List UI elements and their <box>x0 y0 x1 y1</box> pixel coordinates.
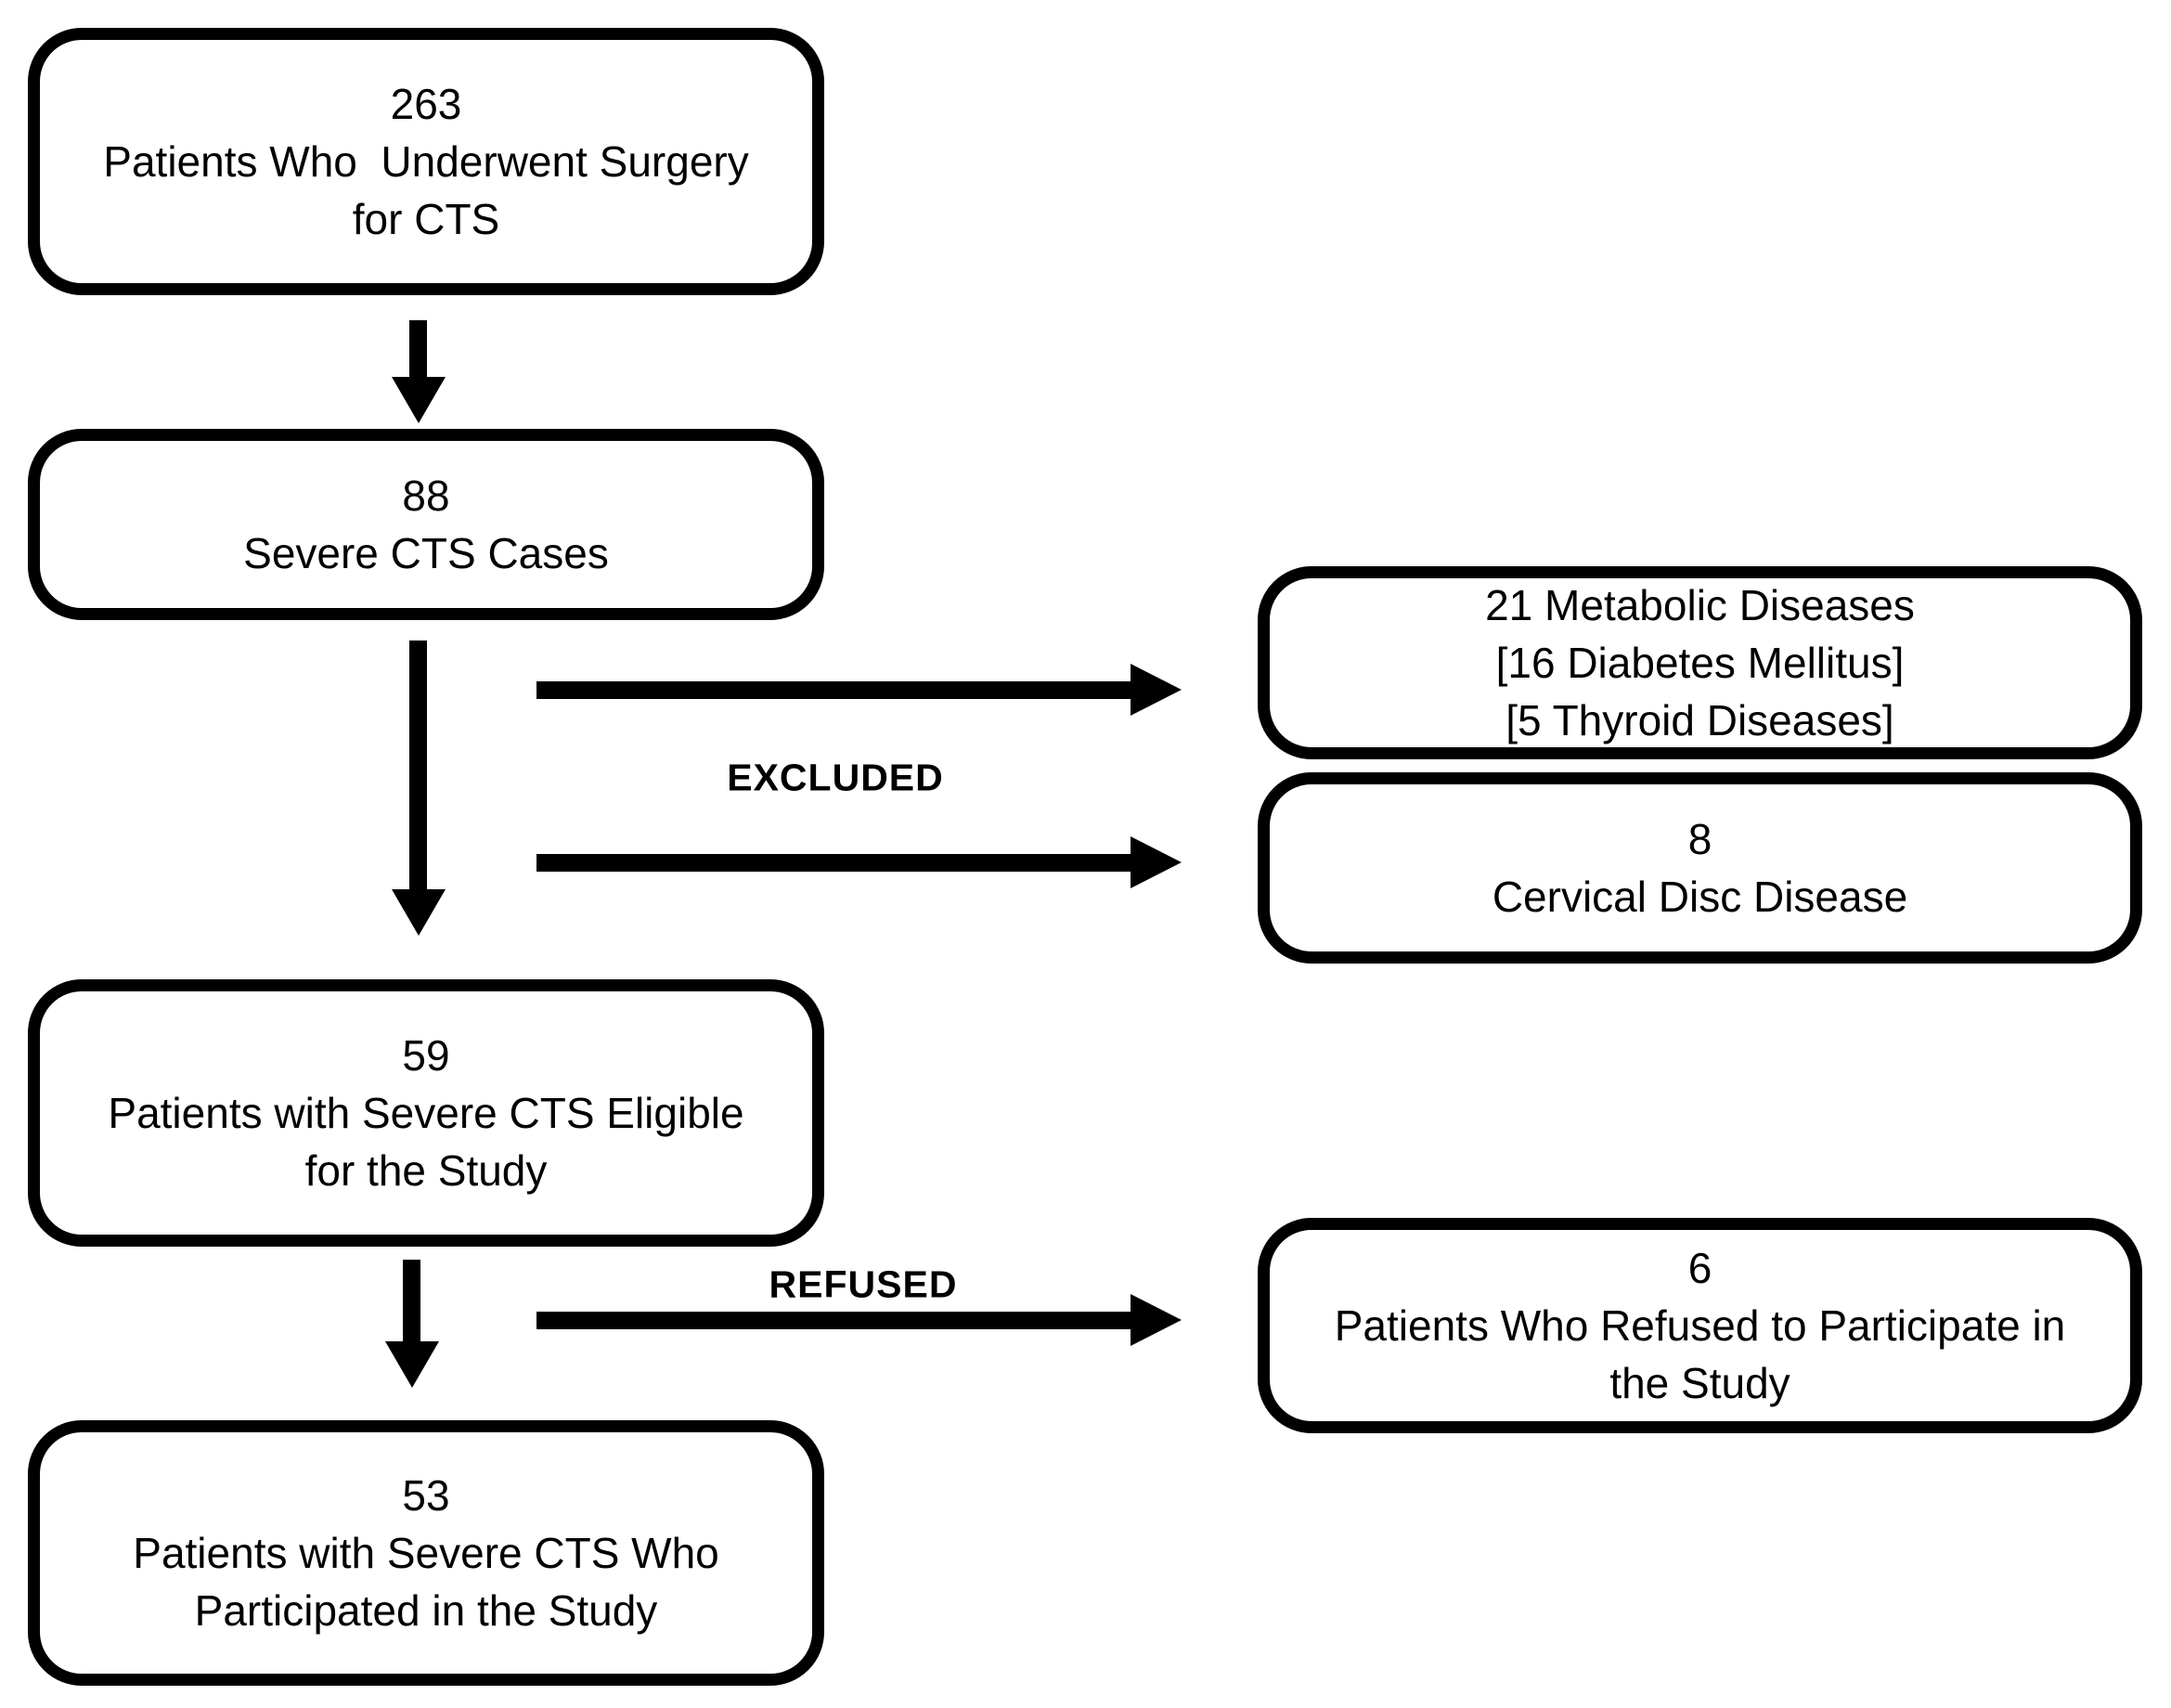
node-label-line: Patients with Severe CTS Eligible <box>108 1089 744 1137</box>
node-label-line: Patients Who Underwent Surgery <box>103 137 749 186</box>
node-count: 53 <box>402 1471 450 1520</box>
node-label-line: the Study <box>1609 1359 1790 1407</box>
node-label-line: Patients Who Refused to Participate in <box>1334 1301 2066 1350</box>
connector-line <box>536 854 1131 872</box>
node-count: 6 <box>1687 1244 1712 1292</box>
node-count: 88 <box>402 472 450 520</box>
node-label-line: 21 Metabolic Diseases <box>1485 581 1915 629</box>
node-label-line: [16 Diabetes Mellitus] <box>1495 639 1905 687</box>
node-label-line: for CTS <box>352 195 500 243</box>
connector-line <box>403 1260 420 1343</box>
connector-arrowhead-right <box>1131 664 1182 716</box>
connector-line <box>409 640 427 891</box>
node-label-line: Severe CTS Cases <box>243 529 609 577</box>
node-refused-patients: 6 Patients Who Refused to Participate in… <box>1258 1218 2142 1433</box>
excluded-edge-label: EXCLUDED <box>727 756 944 799</box>
node-label-line: Patients with Severe CTS Who <box>133 1529 719 1577</box>
connector-arrowhead-right <box>1131 1294 1182 1346</box>
node-count: 8 <box>1687 815 1712 863</box>
node-participated-patients: 53 Patients with Severe CTS Who Particip… <box>28 1420 824 1686</box>
node-count: 59 <box>402 1031 450 1080</box>
node-label-line: Participated in the Study <box>194 1586 658 1635</box>
connector-line <box>536 681 1131 699</box>
connector-arrowhead-down <box>392 889 446 936</box>
node-severe-cts-cases: 88 Severe CTS Cases <box>28 429 824 620</box>
node-label-line: Cervical Disc Disease <box>1492 873 1908 921</box>
connector-line <box>409 320 427 380</box>
node-metabolic-exclusions: 21 Metabolic Diseases [16 Diabetes Melli… <box>1258 566 2142 759</box>
node-count: 263 <box>390 80 462 128</box>
node-label-line: [5 Thyroid Diseases] <box>1505 696 1894 744</box>
connector-arrowhead-down <box>392 377 446 423</box>
node-eligible-patients: 59 Patients with Severe CTS Eligible for… <box>28 979 824 1247</box>
connector-arrowhead-right <box>1131 836 1182 888</box>
refused-edge-label: REFUSED <box>769 1262 958 1306</box>
node-cervical-exclusion: 8 Cervical Disc Disease <box>1258 772 2142 964</box>
node-label-line: for the Study <box>304 1146 548 1195</box>
node-surgery-total: 263 Patients Who Underwent Surgery for C… <box>28 28 824 295</box>
connector-line <box>536 1312 1131 1329</box>
connector-arrowhead-down <box>385 1341 439 1388</box>
